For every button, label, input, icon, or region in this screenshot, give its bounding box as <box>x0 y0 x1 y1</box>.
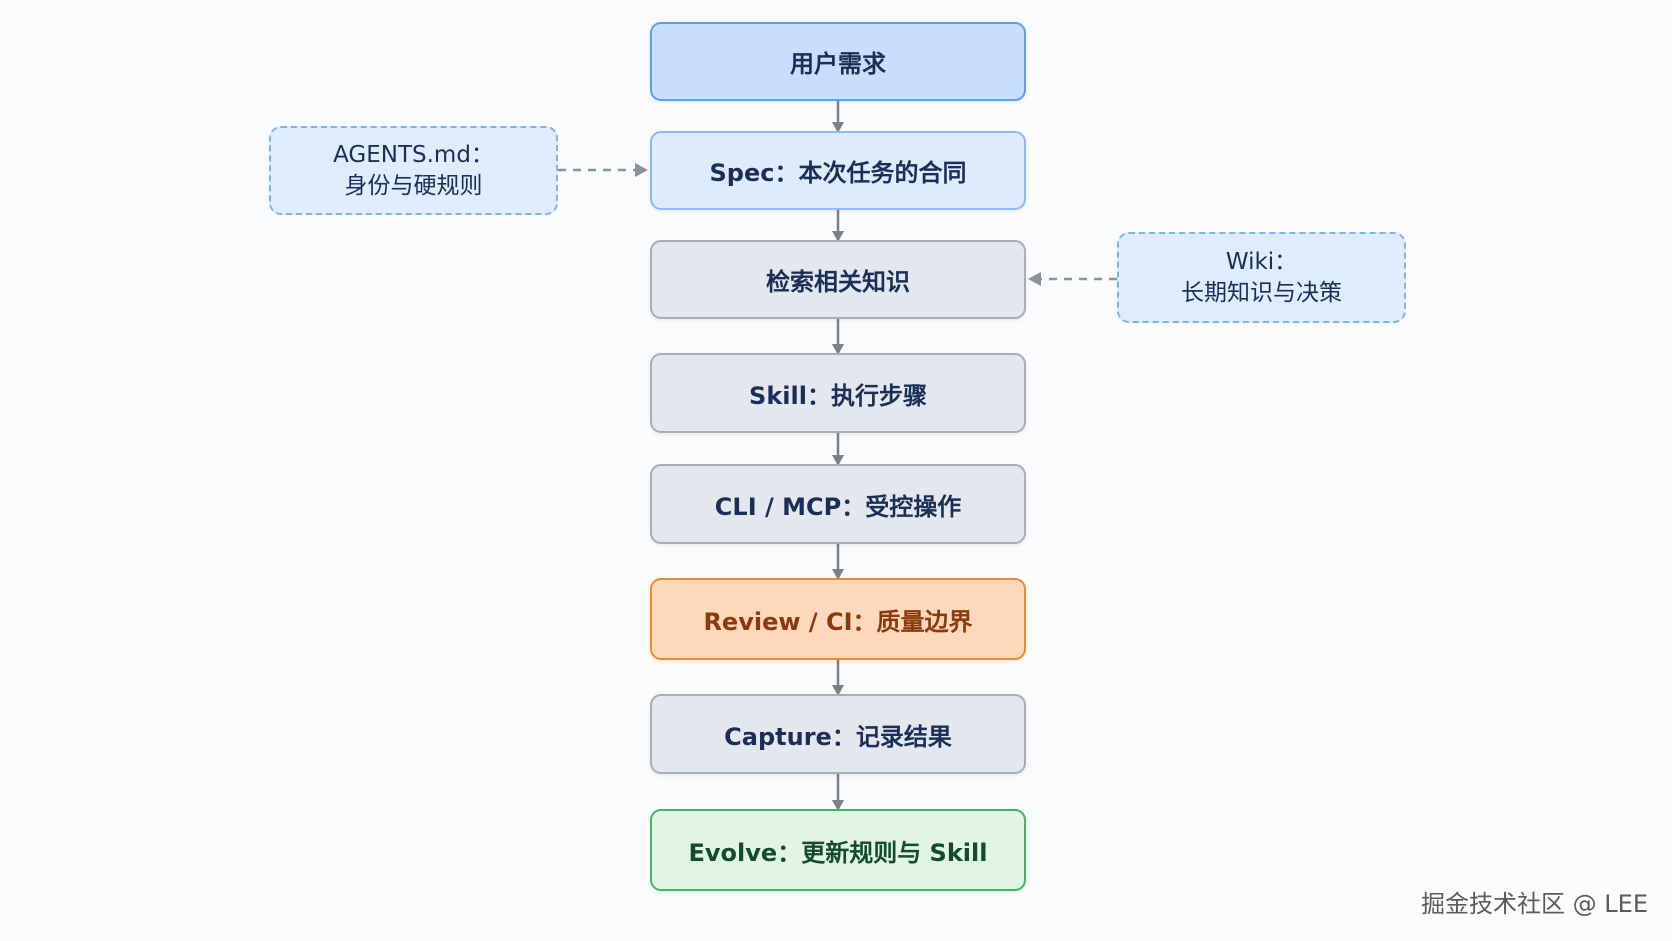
step-label: Skill：执行步骤 <box>749 381 927 410</box>
step-skill: Skill：执行步骤 <box>650 353 1026 433</box>
step-label: Capture：记录结果 <box>724 722 952 751</box>
step-label: 检索相关知识 <box>766 268 910 296</box>
step-label: CLI / MCP：受控操作 <box>714 492 962 521</box>
side-input-line2: 身份与硬规则 <box>344 172 483 199</box>
step-label: 用户需求 <box>790 50 886 78</box>
side-input-line1: AGENTS.md： <box>333 141 494 168</box>
step-label: Review / CI：质量边界 <box>703 607 973 636</box>
step-review-ci: Review / CI：质量边界 <box>650 578 1026 660</box>
watermark: 掘金技术社区 @ LEE <box>1421 890 1648 918</box>
step-label: Evolve：更新规则与 Skill <box>688 838 988 867</box>
side-input-wiki: Wiki： 长期知识与决策 <box>1117 232 1406 323</box>
side-input-line2: 长期知识与决策 <box>1181 279 1342 306</box>
side-input-agents-md: AGENTS.md： 身份与硬规则 <box>269 126 558 215</box>
step-spec: Spec：本次任务的合同 <box>650 131 1026 210</box>
step-retrieve-knowledge: 检索相关知识 <box>650 240 1026 319</box>
step-capture: Capture：记录结果 <box>650 694 1026 774</box>
side-input-line1: Wiki： <box>1225 248 1298 275</box>
step-label: Spec：本次任务的合同 <box>709 159 967 187</box>
step-user-requirement: 用户需求 <box>650 22 1026 101</box>
step-evolve: Evolve：更新规则与 Skill <box>650 809 1026 891</box>
step-cli-mcp: CLI / MCP：受控操作 <box>650 464 1026 544</box>
